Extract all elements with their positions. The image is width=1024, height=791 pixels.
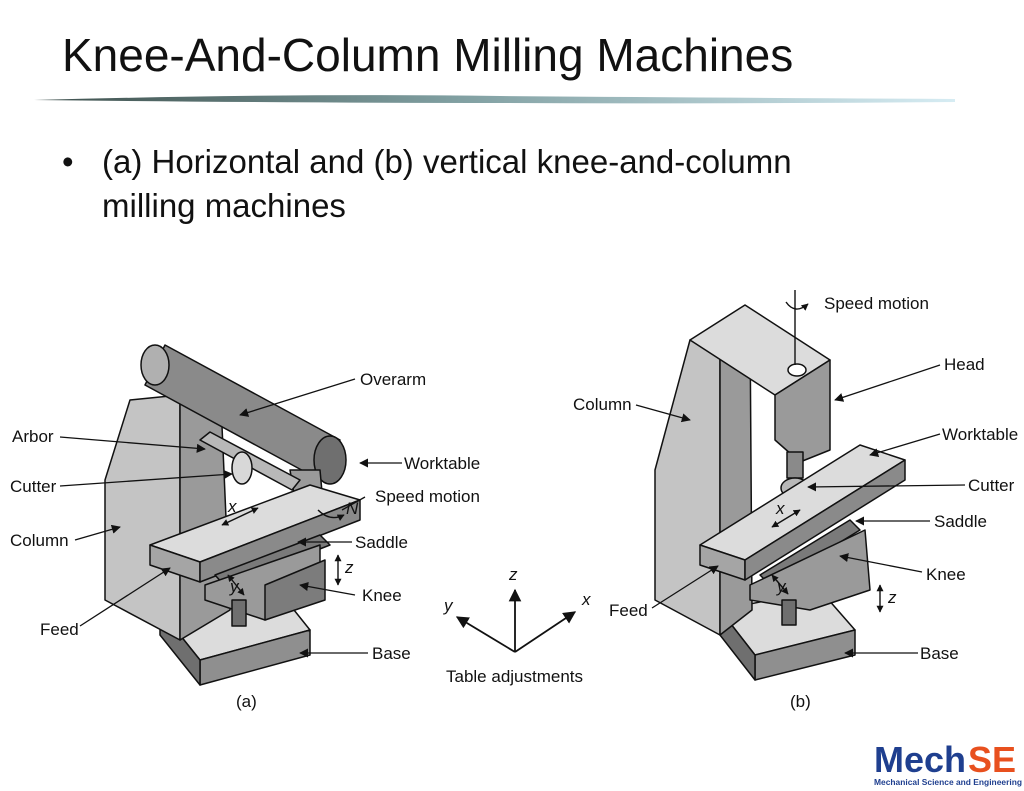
- label-worktable-a: Worktable: [404, 454, 480, 473]
- label-saddle-a: Saddle: [355, 533, 408, 552]
- feed-screw-b: [781, 599, 797, 626]
- label-knee-b: Knee: [926, 565, 966, 584]
- label-x-b: x: [775, 499, 785, 518]
- axis-y-label: y: [443, 596, 454, 615]
- axis-x-label: x: [581, 590, 591, 609]
- label-column-a: Column: [10, 531, 69, 550]
- label-column-b: Column: [573, 395, 632, 414]
- spindle-b: [786, 451, 804, 479]
- figure-b-leaders: [635, 364, 966, 658]
- label-n-a: N: [346, 499, 359, 518]
- cutter-a: [231, 451, 253, 485]
- label-z-b: z: [887, 588, 897, 607]
- slide-title: Knee-And-Column Milling Machines: [62, 29, 794, 81]
- label-overarm: Overarm: [360, 370, 426, 389]
- worktable-b-end: [744, 459, 906, 581]
- axis-z-label: z: [508, 565, 518, 584]
- feed-screw-a: [231, 599, 247, 627]
- label-y-a: y: [229, 577, 240, 596]
- label-cutter-a: Cutter: [10, 477, 57, 496]
- label-cutter-b: Cutter: [968, 476, 1015, 495]
- logo-se-text: SE: [968, 739, 1016, 780]
- figure-a-leaders: [59, 378, 402, 658]
- label-saddle-b: Saddle: [934, 512, 987, 531]
- column-b-face: [654, 329, 721, 636]
- bullet-marker: •: [62, 143, 74, 180]
- label-z-a: z: [344, 558, 354, 577]
- label-feed-b: Feed: [609, 601, 648, 620]
- mechse-logo: Mech SE Mechanical Science and Engineeri…: [874, 739, 1022, 787]
- label-speed-motion-b: Speed motion: [824, 294, 929, 313]
- label-arbor: Arbor: [12, 427, 54, 446]
- label-base-b: Base: [920, 644, 959, 663]
- logo-tagline: Mechanical Science and Engineering: [874, 777, 1022, 787]
- label-head: Head: [944, 355, 985, 374]
- bullet-text: (a) Horizontal and (b) vertical knee-and…: [102, 143, 792, 224]
- label-worktable-b: Worktable: [942, 425, 1018, 444]
- caption-b: (b): [790, 692, 811, 711]
- logo-mech-text: Mech: [874, 739, 966, 780]
- knee-a-side: [264, 559, 326, 621]
- label-y-b: y: [776, 577, 787, 596]
- overarm-front: [313, 435, 347, 485]
- head-front: [774, 359, 831, 463]
- label-base-a: Base: [372, 644, 411, 663]
- caption-a: (a): [236, 692, 257, 711]
- label-knee-a: Knee: [362, 586, 402, 605]
- axes-caption: Table adjustments: [446, 667, 583, 686]
- worktable-a-end: [199, 499, 361, 583]
- label-x-a: x: [227, 497, 237, 516]
- label-feed-a: Feed: [40, 620, 79, 639]
- vertical-milling-machine: [654, 290, 906, 681]
- title-underline: [34, 95, 955, 104]
- label-speed-motion-a: Speed motion: [375, 487, 480, 506]
- table-adjustments-axes: [455, 588, 577, 653]
